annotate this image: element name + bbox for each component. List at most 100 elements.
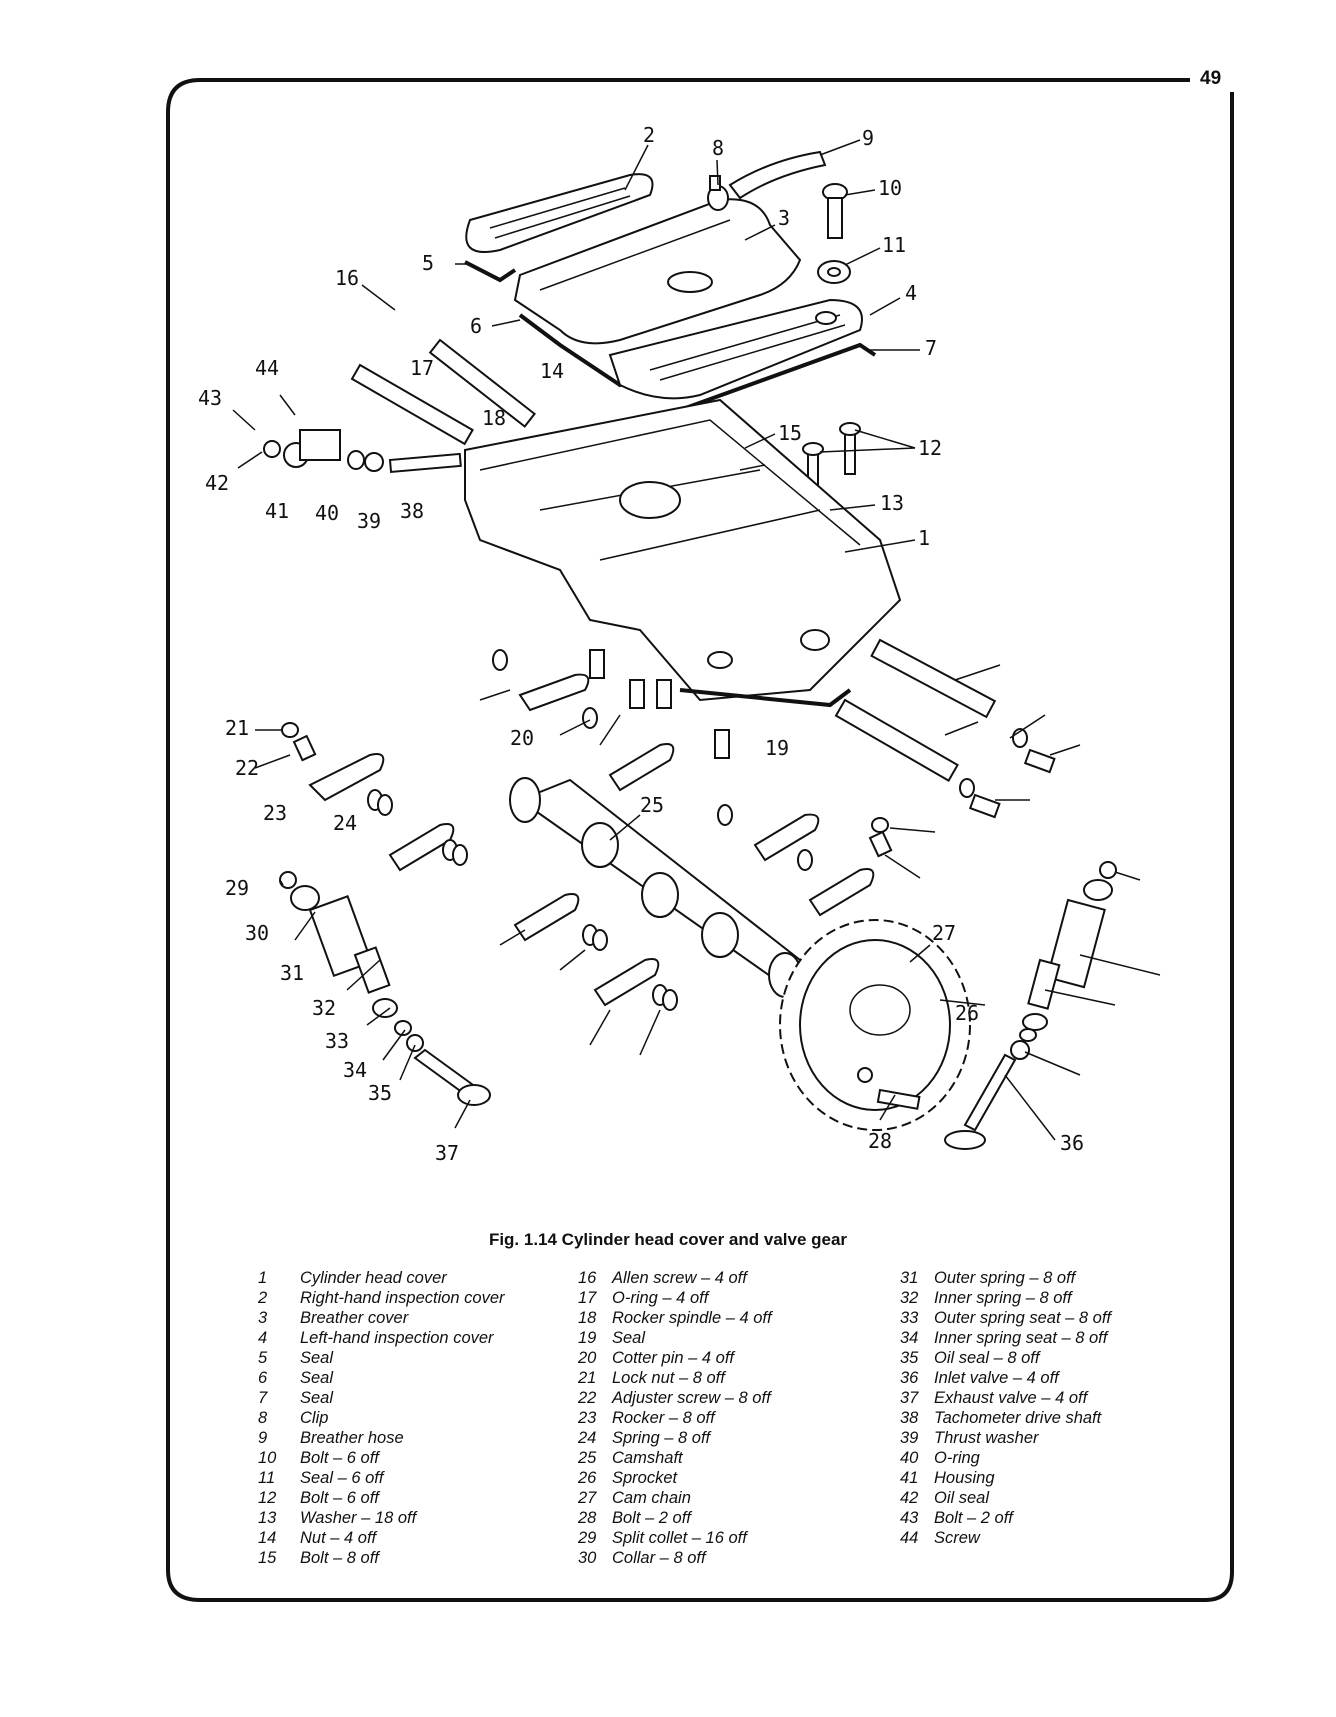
leader-lines	[232, 139, 1161, 1141]
callout-3: 3	[778, 206, 790, 230]
callout-41: 41	[265, 499, 289, 523]
callout-35: 35	[368, 1081, 392, 1105]
page-number: 49	[1200, 68, 1222, 89]
callout-26: 26	[955, 1001, 979, 1025]
callout-36: 36	[1060, 1131, 1084, 1155]
callout-21: 21	[225, 716, 249, 740]
callout-11: 11	[882, 233, 906, 257]
callout-6: 6	[470, 314, 482, 338]
callout-2: 2	[643, 123, 655, 147]
figure-caption: Fig. 1.14 Cylinder head cover and valve …	[488, 1230, 848, 1249]
callout-24: 24	[333, 811, 357, 835]
callout-25: 25	[640, 793, 664, 817]
callout-20: 20	[510, 726, 534, 750]
callout-33: 33	[325, 1029, 349, 1053]
callout-42: 42	[205, 471, 229, 495]
callout-16: 16	[335, 266, 359, 290]
cylinder-head-cover-part	[464, 398, 902, 702]
callout-18: 18	[482, 406, 506, 430]
page-frame	[166, 78, 1234, 1602]
valve-assembly-left	[279, 871, 491, 1106]
callout-30: 30	[245, 921, 269, 945]
callout-14: 14	[540, 359, 564, 383]
sprocket-part	[779, 919, 971, 1131]
bolt-10-part	[822, 183, 848, 239]
rocker-parts	[308, 673, 875, 1007]
callout-28: 28	[868, 1129, 892, 1153]
callout-34: 34	[343, 1058, 367, 1082]
callout-10: 10	[878, 176, 902, 200]
callout-4: 4	[905, 281, 917, 305]
left-inspection-cover-part	[608, 298, 863, 400]
callout-19: 19	[765, 736, 789, 760]
callout-8: 8	[712, 136, 724, 160]
callout-27: 27	[932, 921, 956, 945]
callout-32: 32	[312, 996, 336, 1020]
callout-13: 13	[880, 491, 904, 515]
callout-labels: 1 2 3 4 5 6 7 8 9 10 11 12 13 14 15 16 1…	[198, 123, 1084, 1165]
callout-12: 12	[918, 436, 942, 460]
callout-22: 22	[235, 756, 259, 780]
callout-9: 9	[862, 126, 874, 150]
callout-43: 43	[198, 386, 222, 410]
callout-1: 1	[918, 526, 930, 550]
callout-44: 44	[255, 356, 279, 380]
callout-17: 17	[410, 356, 434, 380]
callout-7: 7	[925, 336, 937, 360]
callout-37: 37	[435, 1141, 459, 1165]
callout-31: 31	[280, 961, 304, 985]
callout-39: 39	[357, 509, 381, 533]
callout-40: 40	[315, 501, 339, 525]
callout-15: 15	[778, 421, 802, 445]
breather-cover-part	[513, 198, 802, 345]
callout-29: 29	[225, 876, 249, 900]
valve-assembly-right	[944, 861, 1117, 1150]
